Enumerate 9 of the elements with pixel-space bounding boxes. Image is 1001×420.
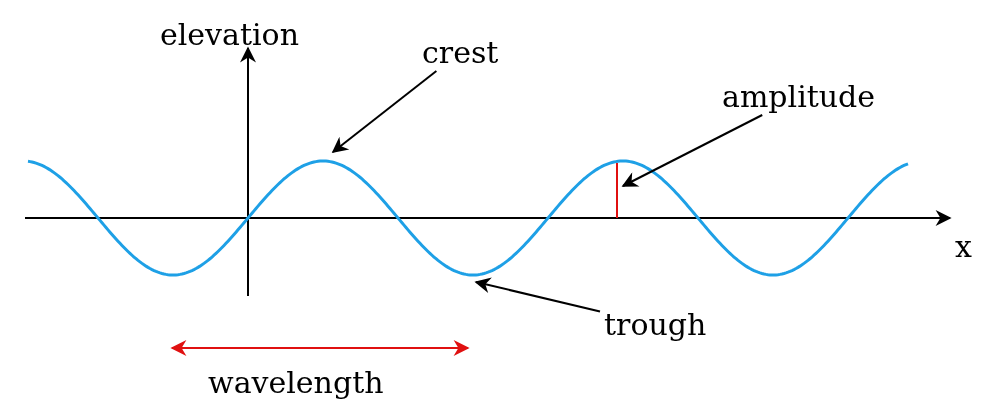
dimension-label: wavelength — [208, 366, 384, 399]
callout-label: amplitude — [722, 80, 876, 113]
leader-line — [474, 277, 601, 313]
axis-label: elevation — [160, 18, 299, 51]
axis-label: x — [955, 230, 972, 263]
leader-line — [331, 70, 438, 153]
leader-line — [621, 114, 764, 187]
callout-label: trough — [604, 308, 707, 341]
callout-label: crest — [422, 36, 499, 69]
